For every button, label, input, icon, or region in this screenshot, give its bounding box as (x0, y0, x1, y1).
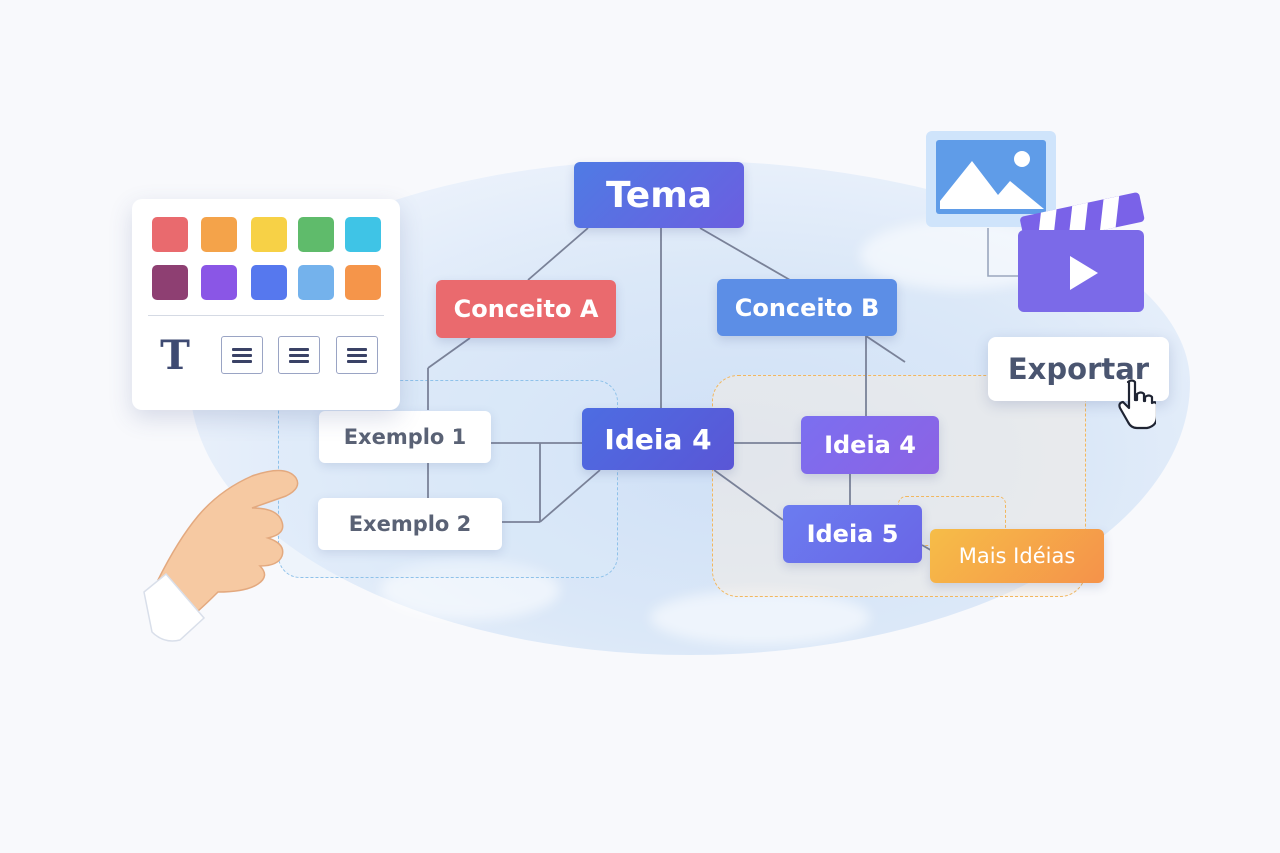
color-swatch[interactable] (152, 265, 188, 300)
align-left-button[interactable] (221, 336, 263, 374)
node-more-ideas[interactable]: Mais Idéias (930, 529, 1104, 583)
color-swatch[interactable] (251, 217, 287, 252)
video-clapperboard-icon (1018, 192, 1145, 312)
node-idea-center[interactable]: Ideia 4 (582, 408, 734, 470)
color-swatch[interactable] (298, 265, 334, 300)
node-concept-b[interactable]: Conceito B (717, 279, 897, 336)
export-button[interactable]: Exportar (988, 337, 1169, 401)
node-theme[interactable]: Tema (574, 162, 744, 228)
color-swatch[interactable] (201, 217, 237, 252)
node-example-2[interactable]: Exemplo 2 (318, 498, 502, 550)
node-example-1-label: Exemplo 1 (343, 425, 467, 449)
node-concept-a-label: Conceito A (453, 295, 599, 323)
node-example-2-label: Exemplo 2 (348, 512, 472, 536)
node-idea-right-label: Ideia 4 (824, 431, 916, 459)
export-button-label: Exportar (1007, 352, 1150, 386)
node-concept-a[interactable]: Conceito A (436, 280, 616, 338)
color-swatch[interactable] (152, 217, 188, 252)
color-swatch[interactable] (345, 217, 381, 252)
node-theme-label: Tema (606, 174, 712, 216)
node-idea-5[interactable]: Ideia 5 (783, 505, 922, 563)
color-swatch[interactable] (345, 265, 381, 300)
image-icon (926, 131, 1056, 227)
node-concept-b-label: Conceito B (734, 293, 880, 322)
node-idea-right[interactable]: Ideia 4 (801, 416, 939, 474)
palette-divider (148, 315, 384, 316)
node-idea-center-label: Ideia 4 (604, 422, 712, 456)
color-swatch[interactable] (251, 265, 287, 300)
cloud-puff (650, 590, 870, 645)
node-idea-5-label: Ideia 5 (806, 520, 899, 548)
hand-pointer-cursor-icon (1118, 379, 1156, 430)
color-swatch[interactable] (298, 217, 334, 252)
cloud-puff (380, 560, 560, 620)
align-right-button[interactable] (336, 336, 378, 374)
node-example-1[interactable]: Exemplo 1 (319, 411, 491, 463)
align-center-button[interactable] (278, 336, 320, 374)
text-format-icon[interactable]: T (160, 332, 190, 379)
hand-illustration (143, 469, 299, 642)
node-more-ideas-label: Mais Idéias (958, 544, 1076, 568)
color-swatch[interactable] (201, 265, 237, 300)
